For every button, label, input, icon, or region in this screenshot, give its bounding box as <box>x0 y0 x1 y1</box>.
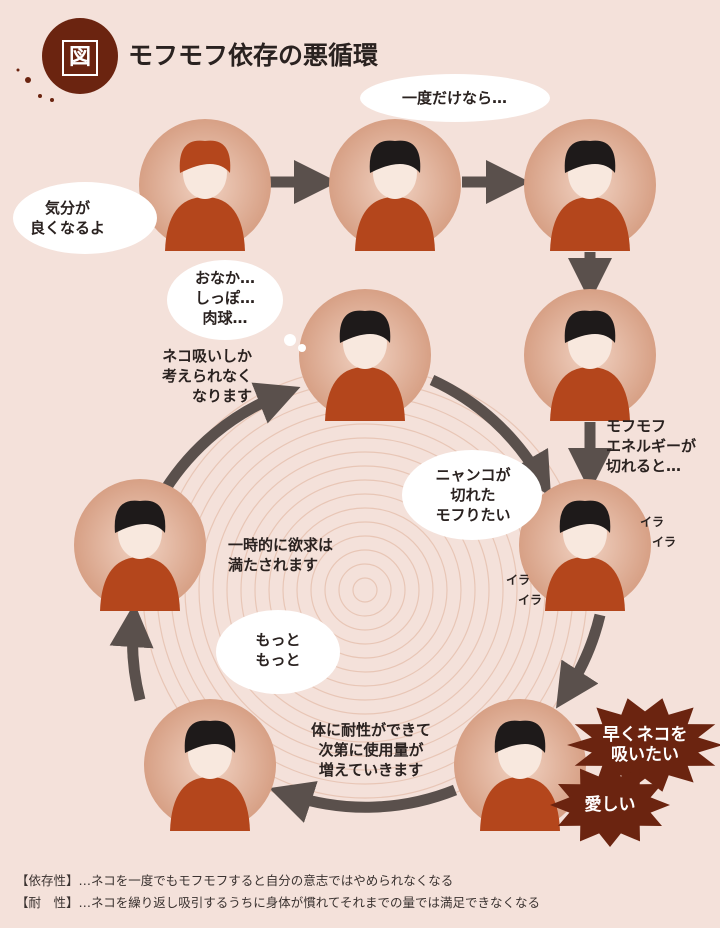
note-dependence: 【依存性】…ネコを一度でもモフモフすると自分の意志ではやめられなくなる <box>16 873 454 888</box>
bubble-nyanko: ニャンコが 切れた モフりたい <box>435 466 511 524</box>
page-title: モフモフ依存の悪循環 <box>128 41 379 70</box>
bubble-more: もっと もっと <box>255 631 301 669</box>
caption-tolerance: 体に耐性ができて 次第に使用量が 増えていきます <box>310 721 431 779</box>
title-splash-icon <box>16 18 118 102</box>
burst-beloved: 愛しい <box>584 795 636 815</box>
person-circle-5 <box>519 479 651 611</box>
burst-shapes <box>550 698 720 847</box>
person-circle-9 <box>299 289 431 421</box>
figure-badge: 図 <box>62 40 98 76</box>
person-circle-4 <box>524 289 656 421</box>
bubble-feel-good: 気分が 良くなるよ <box>30 199 106 237</box>
person-circle-3 <box>524 119 656 251</box>
note-tolerance: 【耐 性】…ネコを繰り返し吸引するうちに身体が慣れてそれまでの量では満足できなく… <box>16 895 541 910</box>
person-circle-2 <box>329 119 461 251</box>
bubble-thoughts: おなか… しっぽ… 肉球… <box>194 269 255 327</box>
flow-arrows <box>109 160 612 823</box>
caption-only-cat: ネコ吸いしか 考えられなく なります <box>161 347 252 405</box>
person-circle-6 <box>454 699 586 831</box>
speech-bubbles <box>13 74 550 694</box>
person-circle-7 <box>144 699 276 831</box>
caption-ira-left: イラ イラ <box>506 573 543 607</box>
caption-energy: モフモフ エネルギーが 切れると… <box>606 417 697 475</box>
caption-satisfied: 一時的に欲求は 満たされます <box>228 536 334 574</box>
person-circle-8 <box>74 479 206 611</box>
bubble-just-once: 一度だけなら… <box>401 89 507 107</box>
burst-want-cat: 早くネコを 吸いたい <box>602 725 688 765</box>
person-circle-1 <box>139 119 271 251</box>
caption-ira-right: イラ イラ <box>640 515 677 549</box>
